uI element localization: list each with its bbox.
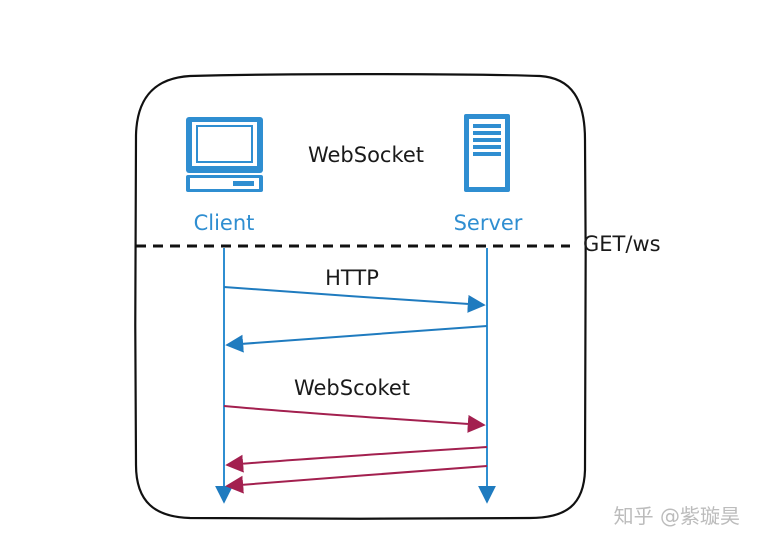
diagram-frame [134,73,587,520]
server-label: Server [454,211,523,235]
http-phase-label: HTTP [325,266,379,290]
http-response-arrow [225,325,488,353]
handshake-label: GET/ws [583,232,661,256]
watermark-text: 知乎 @紫璇昊 [614,504,740,528]
desktop-computer-icon [186,117,263,192]
diagram-title: WebSocket [308,143,424,167]
websocket-server-to-client-arrow-1 [225,446,488,473]
server-tower-icon [464,114,510,192]
websocket-server-to-client-arrow-2 [225,465,488,494]
client-label: Client [194,211,255,235]
http-request-arrow [223,286,486,313]
websocket-phase-label: WebScoket [294,376,410,400]
websocket-client-to-server-arrow [223,405,486,433]
